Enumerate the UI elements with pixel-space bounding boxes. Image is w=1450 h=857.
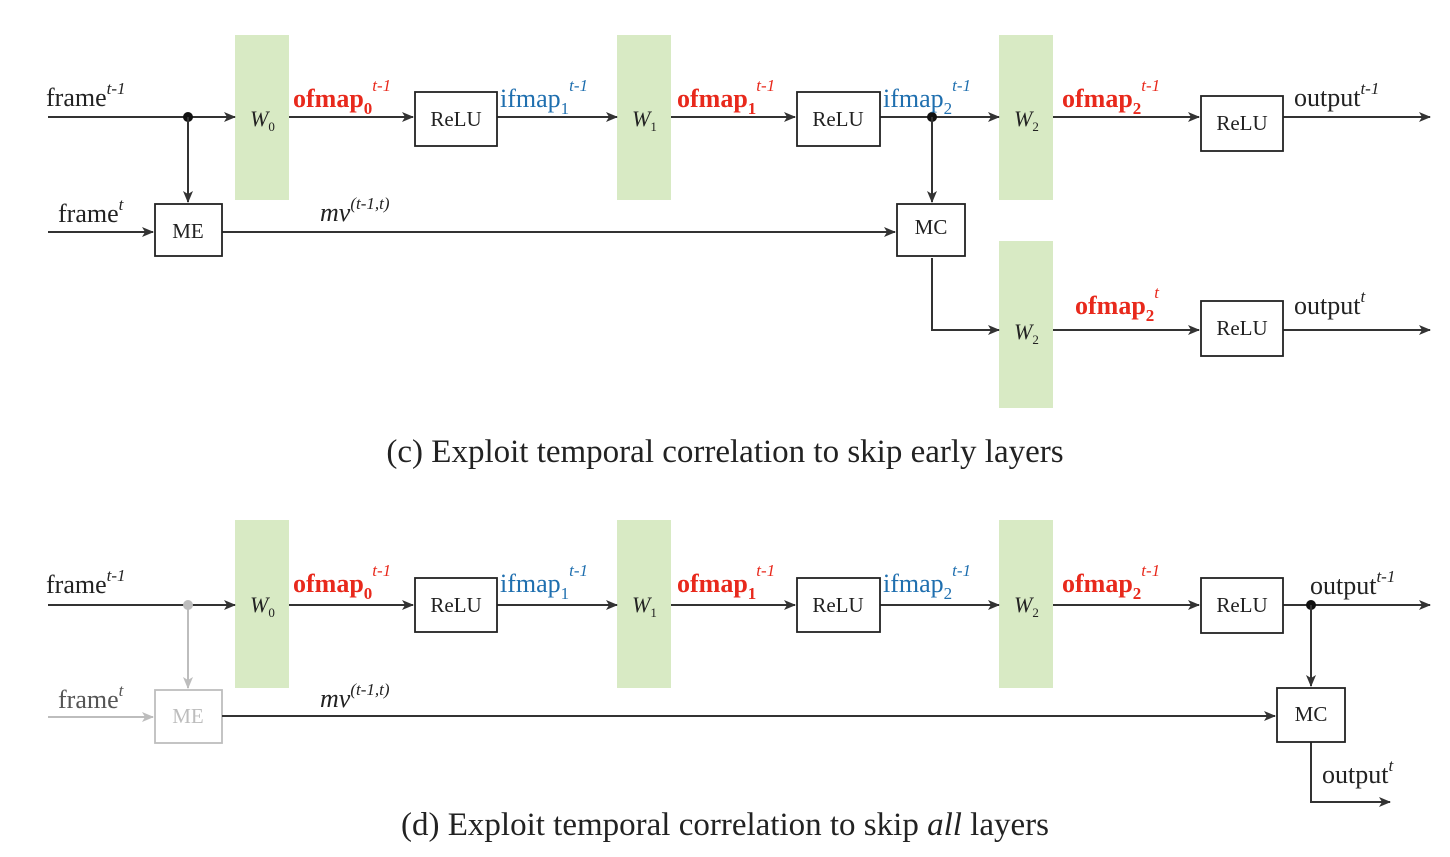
relu-label: ReLU <box>1216 593 1267 617</box>
me-label: ME <box>172 219 204 243</box>
mv-label: mv(t-1,t) <box>320 680 390 713</box>
w1-label: W1 <box>632 592 657 620</box>
relu-label: ReLU <box>430 593 481 617</box>
w2b-weight-bar <box>999 241 1053 408</box>
mc-box <box>1276 687 1346 743</box>
ifmap1-label: ifmap1t-1 <box>500 76 588 118</box>
mv-label: mv(t-1,t) <box>320 194 390 227</box>
me-box <box>154 689 223 744</box>
ofmap0-label: ofmap0t-1 <box>293 561 391 603</box>
mc-box <box>896 203 966 257</box>
relu-label: ReLU <box>430 107 481 131</box>
frame-cur-label: framet <box>58 195 125 228</box>
output-cur-label: outputt <box>1294 287 1366 320</box>
w2-weight-bar <box>999 520 1053 688</box>
w2-label: W2 <box>1014 592 1039 620</box>
mc-label: MC <box>1295 702 1328 726</box>
relu-box <box>1200 577 1284 634</box>
output-prev-label: outputt-1 <box>1294 79 1379 112</box>
ifmap1-label: ifmap1t-1 <box>500 561 588 603</box>
relu-box <box>1200 95 1284 152</box>
ifmap2-label: ifmap2t-1 <box>883 76 971 118</box>
panel-c: ReLU ReLU ReLU ME MC ReLU W0 W1 W2 W2 fr… <box>46 35 1431 470</box>
caption-c: (c) Exploit temporal correlation to skip… <box>386 434 1063 470</box>
ofmap2-label: ofmap2t-1 <box>1062 76 1160 118</box>
frame-prev-label: framet-1 <box>46 566 126 599</box>
w1-label: W1 <box>632 106 657 134</box>
w2-label: W2 <box>1014 106 1039 134</box>
ofmap2t-label: ofmap2t <box>1075 283 1160 325</box>
ofmap1-label: ofmap1t-1 <box>677 76 775 118</box>
me-label: ME <box>172 704 204 728</box>
w1-weight-bar <box>617 520 671 688</box>
relu-box <box>796 91 881 147</box>
frame-cur-label: framet <box>58 681 125 714</box>
output-cur-label: outputt <box>1322 756 1394 789</box>
w0-label: W0 <box>250 592 275 620</box>
w0-weight-bar <box>235 35 289 200</box>
relu-label: ReLU <box>1216 316 1267 340</box>
ofmap2-label: ofmap2t-1 <box>1062 561 1160 603</box>
relu-label: ReLU <box>1216 111 1267 135</box>
w0-label: W0 <box>250 106 275 134</box>
output-prev-label: outputt-1 <box>1310 567 1395 600</box>
w0-weight-bar <box>235 520 289 688</box>
relu-box <box>1200 300 1284 357</box>
mc-label: MC <box>915 215 948 239</box>
relu-box <box>414 577 498 633</box>
relu-box <box>796 577 881 633</box>
w2b-label: W2 <box>1014 319 1039 347</box>
relu-box <box>414 91 498 147</box>
ofmap0-label: ofmap0t-1 <box>293 76 391 118</box>
ifmap2-label: ifmap2t-1 <box>883 561 971 603</box>
ofmap1-label: ofmap1t-1 <box>677 561 775 603</box>
mc-to-w2b <box>931 258 1000 335</box>
mc-output-arrow <box>1310 742 1391 807</box>
relu-label: ReLU <box>812 107 863 131</box>
w2-weight-bar <box>999 35 1053 200</box>
caption-d: (d) Exploit temporal correlation to skip… <box>401 807 1049 843</box>
panel-d: ME framet ReLU ReLU ReLU MC W0 W1 W2 fra… <box>46 520 1431 843</box>
me-box <box>154 203 223 257</box>
relu-label: ReLU <box>812 593 863 617</box>
w1-weight-bar <box>617 35 671 200</box>
frame-prev-label: framet-1 <box>46 79 126 112</box>
